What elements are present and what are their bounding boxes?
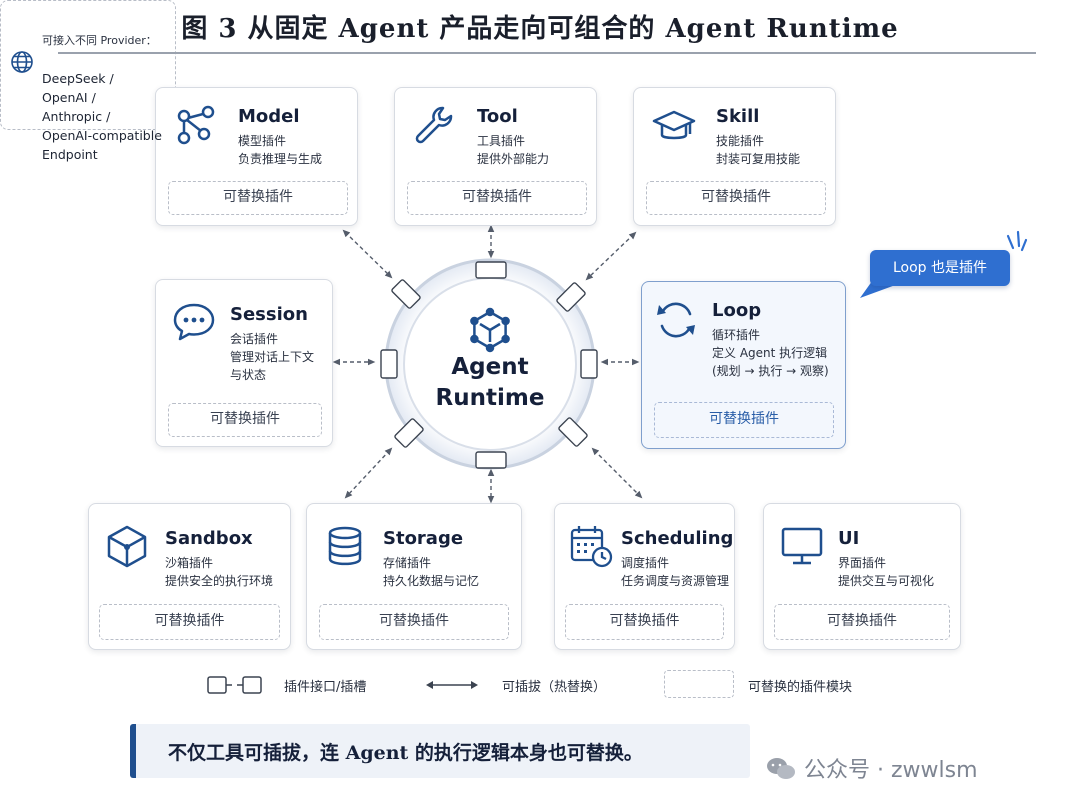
connector-sandbox (344, 447, 393, 499)
hub-label-line2: Runtime (435, 385, 545, 411)
plugin-card-loop: Loop 循环插件 定义 Agent 执行逻辑 (规划 → 执行 → 观察) 可… (641, 281, 846, 449)
slot-bottom-right (558, 417, 588, 447)
slot-right (580, 349, 598, 379)
plugin-card-tool: Tool 工具插件 提供外部能力 可替换插件 (394, 87, 597, 226)
refresh-icon (657, 302, 695, 338)
plugin-name: Tool (477, 106, 518, 127)
replaceable-slot: 可替换插件 (168, 403, 322, 437)
monitor-icon (781, 527, 823, 565)
figure-title: 图 3 从固定 Agent 产品走向可组合的 Agent Runtime (181, 14, 899, 44)
plugin-card-sandbox: Sandbox 沙箱插件 提供安全的执行环境 可替换插件 (88, 503, 291, 650)
graduation-cap-icon (652, 110, 696, 140)
hub-slots (380, 261, 598, 469)
slot-bottom (475, 451, 507, 469)
hex-core-icon (470, 307, 510, 353)
plugin-card-model: Model 模型插件 负责推理与生成 可替换插件 (155, 87, 358, 226)
plugin-desc: 沙箱插件 提供安全的执行环境 (165, 556, 274, 588)
title-divider (58, 52, 1036, 54)
agent-runtime-hub (380, 258, 598, 470)
legend-slot-icon (207, 676, 262, 694)
replaceable-slot: 可替换插件 (319, 604, 509, 640)
connector-scheduling (591, 447, 643, 499)
plugin-desc: 会话插件 管理对话上下文 与状态 (230, 332, 315, 382)
replaceable-slot: 可替换插件 (565, 604, 724, 640)
connector-model (342, 229, 393, 279)
slot-bottom-left (394, 418, 424, 448)
wechat-icon (767, 758, 795, 779)
plugin-card-skill: Skill 技能插件 封装可复用技能 可替换插件 (633, 87, 836, 226)
hub-label: Agent Runtime (420, 352, 560, 414)
replaceable-slot: 可替换插件 (654, 402, 834, 438)
plugin-desc: 模型插件 负责推理与生成 (238, 134, 323, 166)
plugin-desc: 技能插件 封装可复用技能 (716, 134, 801, 166)
database-icon (328, 526, 362, 566)
legend-hot-label: 可插拔（热替换） (502, 680, 607, 695)
plugin-name: Loop (712, 300, 762, 321)
plugin-name: Skill (716, 106, 760, 127)
provider-list: DeepSeek / OpenAI / Anthropic / OpenAI-c… (42, 71, 162, 162)
replaceable-slot: 可替换插件 (168, 181, 348, 215)
plugin-desc: 存储插件 持久化数据与记忆 (383, 556, 480, 588)
slot-top-left (391, 279, 421, 309)
plugin-desc: 界面插件 提供交互与可视化 (838, 556, 935, 588)
replaceable-slot: 可替换插件 (99, 604, 280, 640)
replaceable-slot: 可替换插件 (407, 181, 587, 215)
network-share-icon (177, 105, 215, 145)
calendar-clock-icon (570, 526, 613, 568)
provider-text: 可接入不同 Provider： DeepSeek / OpenAI / Anth… (42, 12, 174, 183)
wrench-icon (415, 106, 453, 144)
slot-top-right (556, 282, 586, 312)
legend-module-swatch (664, 670, 734, 698)
provider-note: 可接入不同 Provider： DeepSeek / OpenAI / Anth… (0, 0, 176, 162)
plugin-card-scheduling: Scheduling 调度插件 任务调度与资源管理 可替换插件 (554, 503, 735, 650)
watermark-text: 公众号 · zwwlsm (804, 758, 978, 783)
summary-text: 不仅工具可插拔，连 Agent 的执行逻辑本身也可替换。 (168, 742, 643, 764)
plugin-name: Storage (383, 528, 464, 549)
replaceable-slot: 可替换插件 (774, 604, 950, 640)
legend-slot-label: 插件接口/插槽 (284, 680, 367, 695)
loop-callout: Loop 也是插件 (870, 250, 1010, 286)
slot-left (380, 349, 398, 379)
plugin-card-session: Session 会话插件 管理对话上下文 与状态 可替换插件 (155, 279, 333, 447)
slot-top (475, 261, 507, 279)
cube-icon (107, 525, 147, 568)
plugin-name: Session (230, 304, 308, 325)
sparkle-icon (1006, 230, 1028, 252)
plugin-name: Model (238, 106, 300, 127)
plugin-desc: 调度插件 任务调度与资源管理 (621, 556, 730, 588)
plugin-name: UI (838, 528, 860, 549)
legend-arrow-icon (426, 681, 478, 689)
connector-skill (585, 231, 637, 281)
replaceable-slot: 可替换插件 (646, 181, 826, 215)
plugin-card-ui: UI 界面插件 提供交互与可视化 可替换插件 (763, 503, 961, 650)
plugin-desc: 循环插件 定义 Agent 执行逻辑 (规划 → 执行 → 观察) (712, 328, 829, 378)
plugin-name: Sandbox (165, 528, 253, 549)
hub-label-line1: Agent (451, 354, 529, 380)
globe-icon (11, 51, 33, 73)
plugin-desc: 工具插件 提供外部能力 (477, 134, 550, 166)
provider-title: 可接入不同 Provider： (42, 34, 157, 47)
summary-banner: 不仅工具可插拔，连 Agent 的执行逻辑本身也可替换。 (130, 724, 750, 778)
plugin-name: Scheduling (621, 528, 734, 549)
chat-bubble-icon (173, 303, 215, 341)
legend-module-label: 可替换的插件模块 (748, 680, 853, 695)
plugin-card-storage: Storage 存储插件 持久化数据与记忆 可替换插件 (306, 503, 522, 650)
